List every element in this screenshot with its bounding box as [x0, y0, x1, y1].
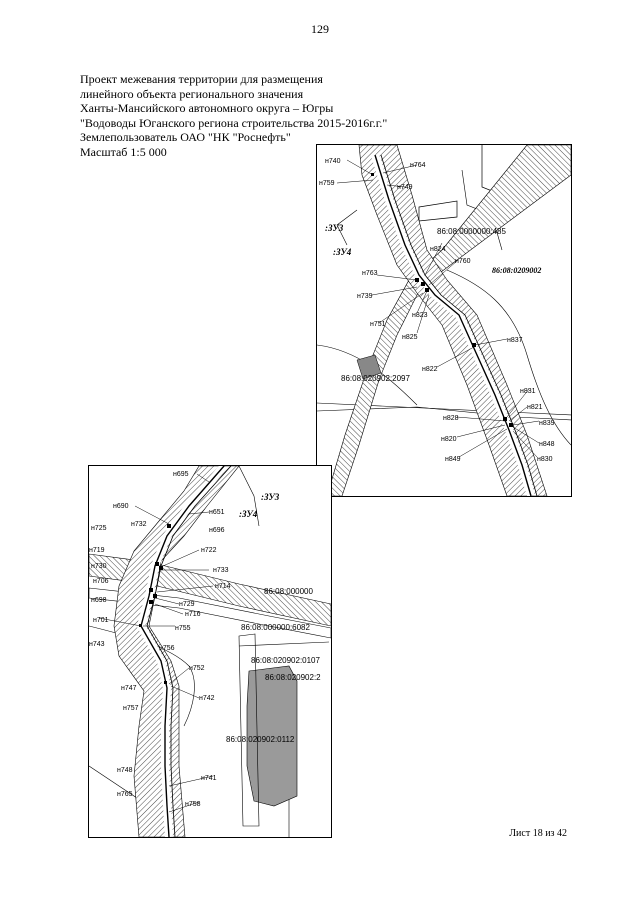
point-label: н825 [402, 334, 418, 341]
cadastral-label: 86:08:020902:0107 [251, 656, 321, 665]
point-label: н849 [445, 456, 461, 463]
road-band [326, 145, 571, 496]
page-number: 129 [311, 22, 329, 36]
point-label: н763 [362, 270, 378, 277]
point-label: н725 [91, 525, 107, 532]
point-label: н828 [443, 415, 459, 422]
scale-label: Масштаб 1:5 000 [80, 144, 167, 159]
point-label: н714 [215, 583, 231, 590]
point-label: н821 [527, 404, 543, 411]
corridor-zone [113, 466, 240, 837]
pipeline-line [140, 466, 225, 837]
gray-parcel [246, 665, 298, 807]
point-label: н695 [173, 471, 189, 478]
map-top: н740 н764 н759 н749 н824 н760 н763 н739 … [316, 144, 572, 497]
point-label: н743 [89, 641, 105, 648]
point-label: н755 [175, 625, 191, 632]
point-label: н706 [93, 578, 109, 585]
point-label: н747 [121, 685, 137, 692]
point-label: н748 [117, 767, 133, 774]
point-label: н765 [117, 791, 133, 798]
point-label: н701 [93, 617, 109, 624]
cadastral-label: 86:08:020902:2097 [341, 374, 411, 383]
point-label: н742 [199, 695, 215, 702]
header-line: "Водоводы Юганского региона строительств… [80, 115, 388, 130]
building-outline [418, 200, 458, 222]
point-label: н716 [185, 611, 201, 618]
point-label: н729 [179, 601, 195, 608]
parcel-outline [238, 633, 260, 827]
map-bottom-point-labels: н695 н690 н651 н725 н732 н696 н719 н722 … [89, 471, 231, 808]
zone-label: :ЗУ4 [239, 509, 258, 519]
map-bottom: :ЗУ3 :ЗУ4 86:08:000000 86:08:000000:6082… [88, 465, 332, 838]
point-label: н732 [131, 521, 147, 528]
zone-label: :ЗУ3 [261, 492, 280, 502]
point-label: н730 [91, 563, 107, 570]
zone-label: :ЗУ3 [325, 223, 344, 233]
point-label: н751 [370, 321, 386, 328]
point-label: н722 [201, 547, 217, 554]
sheet-number: Лист 18 из 42 [509, 828, 567, 839]
cadastral-label: 86:08:020902:0112 [226, 735, 295, 744]
point-label: н764 [410, 162, 426, 169]
point-label: н820 [441, 436, 457, 443]
point-label: н696 [209, 527, 225, 534]
point-label: н741 [201, 775, 217, 782]
cadastral-label: 86:08:000000:6082 [241, 623, 311, 632]
point-label: н824 [430, 246, 446, 253]
pipeline-line [146, 466, 232, 837]
cadastral-label: 86:08:020902:2 [265, 673, 321, 682]
point-label: н759 [319, 180, 335, 187]
point-label: н758 [185, 801, 201, 808]
point-label: н839 [539, 420, 555, 427]
point-label: н690 [113, 503, 129, 510]
point-label: н739 [357, 293, 373, 300]
pipeline-line [380, 154, 538, 496]
pipeline-line [374, 154, 532, 496]
point-label: н822 [422, 366, 438, 373]
point-label: н749 [397, 184, 413, 191]
header-line: линейного объекта регионального значения [80, 86, 304, 101]
point-label: н837 [507, 337, 523, 344]
map-top-drawing: н740 н764 н759 н749 н824 н760 н763 н739 … [317, 145, 571, 496]
point-label: н823 [412, 312, 428, 319]
point-label: н760 [455, 258, 471, 265]
zone-label: :ЗУ4 [333, 247, 352, 257]
label-leaders [98, 473, 214, 813]
cadastral-label: 86:08:000000 [264, 587, 313, 596]
point-label: н698 [91, 597, 107, 604]
map-top-point-labels: н740 н764 н759 н749 н824 н760 н763 н739 … [319, 158, 555, 463]
point-label: н752 [189, 665, 205, 672]
point-label: н740 [325, 158, 341, 165]
document-header: Проект межевания территории для размещен… [80, 72, 440, 160]
point-label: н830 [537, 456, 553, 463]
cadastral-label: 86:08:0000000:485 [437, 227, 507, 236]
label-leaders [336, 159, 540, 458]
point-label: н719 [89, 547, 105, 554]
point-label: н733 [213, 567, 229, 574]
point-label: н651 [209, 509, 225, 516]
point-label: н756 [159, 645, 175, 652]
header-line: Землепользователь ОАО "НК "Роснефть" [80, 130, 291, 145]
header-line: Проект межевания территории для размещен… [80, 72, 323, 86]
point-label: н757 [123, 705, 139, 712]
vertex-markers [139, 524, 171, 684]
header-line: Ханты-Мансийского автономного округа – Ю… [80, 101, 334, 116]
point-label: н831 [520, 388, 536, 395]
cadastral-label: 86:08:0209002 [492, 266, 541, 275]
point-label: н848 [539, 441, 555, 448]
small-parcel [356, 354, 382, 380]
map-bottom-drawing: :ЗУ3 :ЗУ4 86:08:000000 86:08:000000:6082… [89, 466, 331, 837]
